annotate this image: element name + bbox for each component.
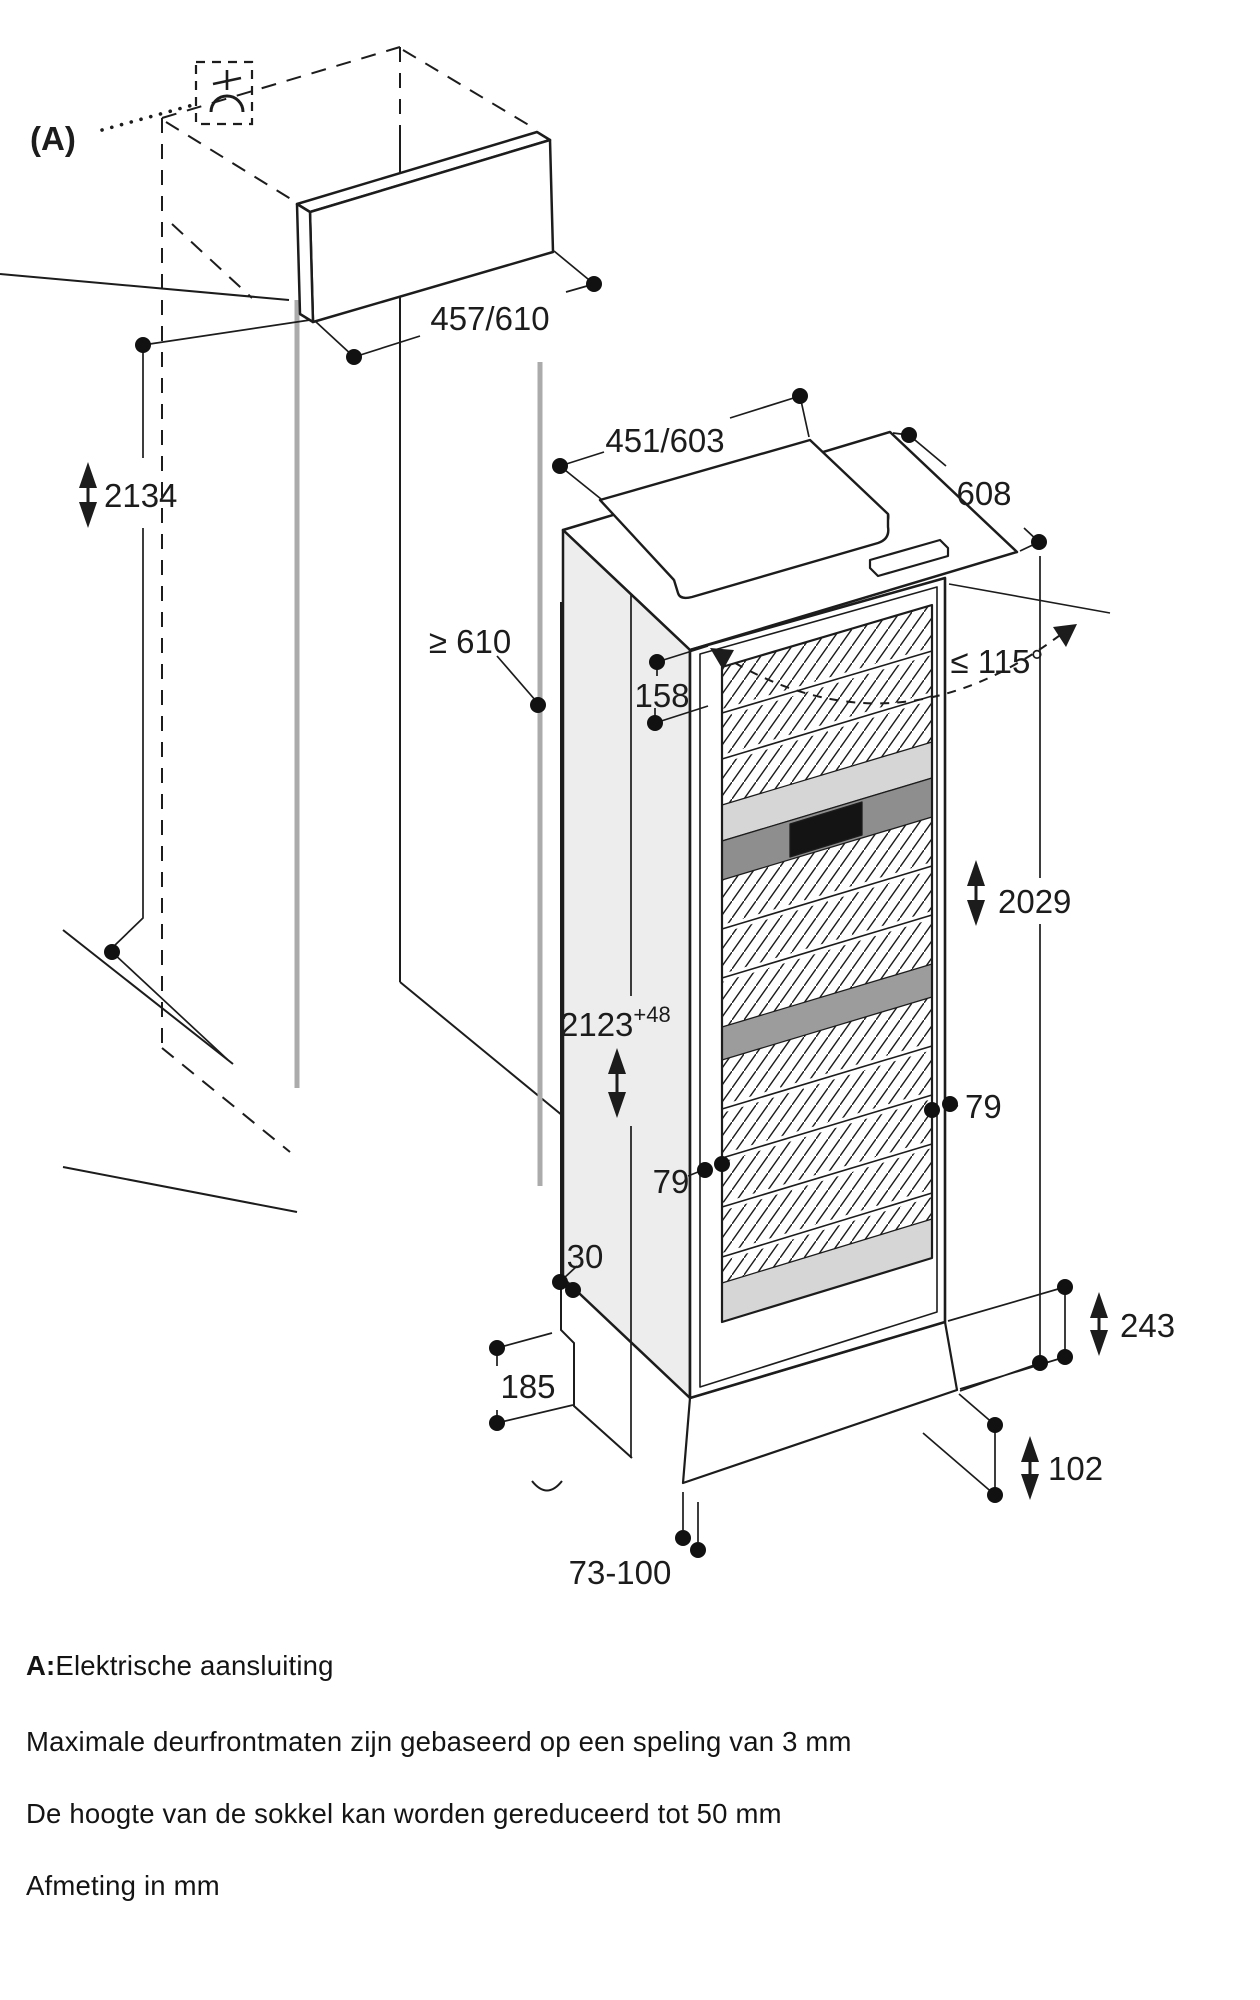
- dim-niche-height: 2123+48: [560, 1002, 671, 1043]
- door-swing-arc: [710, 583, 1111, 705]
- dim-niche-depth-min: ≥ 610: [429, 623, 511, 660]
- dim-unit-depth: 608: [956, 475, 1011, 512]
- cabinet-door: [688, 576, 947, 1400]
- dim-foot-adjust-height: 102: [1048, 1450, 1103, 1487]
- door-glass: [722, 605, 932, 1322]
- double-arrows: [79, 462, 1108, 1500]
- note-door-clearance: Maximale deurfrontmaten zijn gebaseerd o…: [26, 1726, 852, 1757]
- dim-niche-height-total: 2134: [104, 477, 177, 514]
- dim-door-front-height: 2029: [998, 883, 1071, 920]
- door-front-panel-top: [295, 130, 555, 324]
- dim-door-opening-angle: ≤ 115°: [950, 643, 1043, 680]
- dim-top-gap: 158: [634, 677, 689, 714]
- niche-cut-edges: [294, 300, 543, 1186]
- control-display: [789, 801, 863, 858]
- dimension-dots: [104, 276, 1073, 1558]
- dim-side-gap-left: 79: [653, 1163, 690, 1200]
- note-a-prefix: A:: [26, 1650, 56, 1681]
- note-electrical-connection: A:Elektrische aansluiting: [26, 1650, 334, 1682]
- dim-bottom-panel-height: 243: [1120, 1307, 1175, 1344]
- dim-plinth-height-range: 73-100: [569, 1554, 672, 1591]
- dim-plinth-recess-depth: 185: [500, 1368, 555, 1405]
- dim-niche-height-tolerance: +48: [633, 1002, 670, 1027]
- callout-a-label: (A): [30, 120, 76, 157]
- callout-a-dotted-leader: [100, 103, 195, 132]
- note-a-text: Elektrische aansluiting: [55, 1650, 334, 1681]
- dimension-lines: [111, 250, 1066, 1542]
- dim-side-gap-right: 79: [965, 1088, 1002, 1125]
- climate-zone-dividers: [721, 741, 933, 1323]
- dim-top-door-front-on-unit: 451/603: [605, 422, 724, 459]
- dim-top-door-front: 457/610: [430, 300, 549, 337]
- note-units: Afmeting in mm: [26, 1870, 220, 1901]
- electrical-connection-icon: [194, 60, 254, 126]
- dim-bottom-gap: 30: [567, 1238, 604, 1275]
- cabinet-body: [561, 430, 1019, 1485]
- hinge-cover-tab: [868, 538, 950, 578]
- door-front-panel-on-top: [598, 438, 890, 600]
- arc-arrow-right: [1053, 624, 1077, 647]
- arc-arrow-left: [710, 648, 734, 670]
- note-plinth-height: De hoogte van de sokkel kan worden gered…: [26, 1798, 782, 1829]
